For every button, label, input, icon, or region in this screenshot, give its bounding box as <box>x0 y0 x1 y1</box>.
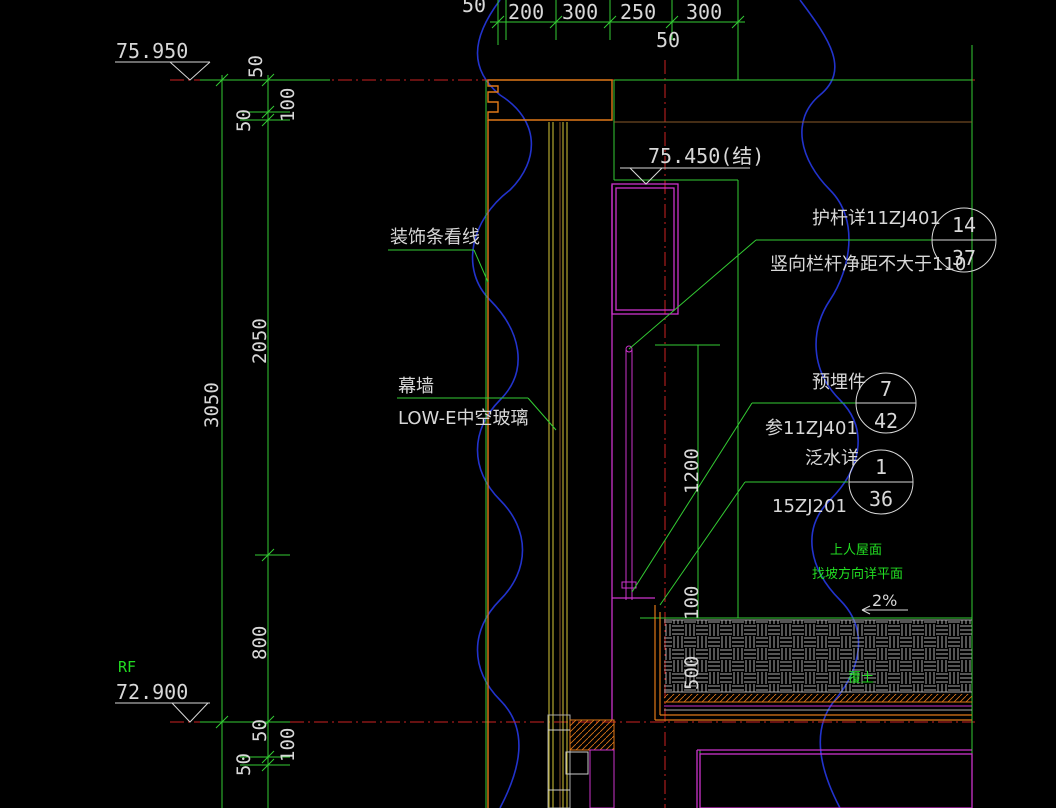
leader-lines <box>388 239 932 606</box>
callout-flashing-top: 1 <box>875 455 887 479</box>
brown-lines <box>559 121 972 808</box>
rf-label: RF <box>118 658 136 676</box>
railing-ref-label: 护杆详11ZJ401 <box>812 208 941 229</box>
callout-embedded-top: 7 <box>880 377 892 401</box>
dim-parapet-500: 500 <box>681 656 703 690</box>
level-roof-value: 72.900 <box>116 680 188 704</box>
callout-embedded-bottom: 42 <box>874 409 898 433</box>
slope-label: 2% <box>872 591 897 610</box>
level-marker-bottom <box>115 702 210 723</box>
bottom-connection-detail <box>547 714 615 808</box>
curtain-wall-mullion <box>548 122 568 808</box>
flashing-ref-label: 15ZJ201 <box>772 496 847 517</box>
dim-top-200: 200 <box>508 0 544 24</box>
dim-left-100-bottom: 100 <box>277 728 299 762</box>
roof-use-label: 上人屋面 <box>830 543 882 558</box>
parapet-wall <box>654 605 972 721</box>
dim-top-250: 250 <box>620 0 656 24</box>
top-dimension-lines <box>490 0 745 80</box>
callout-circles <box>848 207 997 515</box>
level-marker-structural <box>620 167 750 185</box>
top-beam <box>487 79 613 808</box>
dim-left-50-bottom2: 50 <box>233 753 255 776</box>
dim-left-50-top: 50 <box>245 55 267 78</box>
dim-top-300a: 300 <box>562 0 598 24</box>
left-dimension-lines <box>200 73 330 808</box>
callout-railing-bottom: 37 <box>952 246 976 270</box>
dim-left-50-top2: 50 <box>233 109 255 132</box>
callout-railing-top: 14 <box>952 213 976 237</box>
dim-left-800: 800 <box>249 626 271 660</box>
dim-top-300b: 300 <box>686 0 722 24</box>
curtain-wall-label: 幕墙 <box>398 376 434 397</box>
railing-post <box>621 345 637 600</box>
embedded-ref-label: 参11ZJ401 <box>765 418 858 439</box>
glass-label: LOW-E中空玻璃 <box>398 408 529 429</box>
roof-soil-layer <box>664 619 972 711</box>
railing-box <box>611 183 973 808</box>
dim-left-3050: 3050 <box>201 382 223 428</box>
slope-arrow <box>861 605 908 615</box>
dim-top-50-below: 50 <box>656 28 680 52</box>
dim-left-100-top: 100 <box>277 88 299 122</box>
dim-parapet-100: 100 <box>681 586 703 620</box>
railing-note-label: 竖向栏杆净距不大于110 <box>770 254 966 275</box>
level-top-value: 75.950 <box>116 39 188 63</box>
dim-rail-1200: 1200 <box>681 448 703 494</box>
callout-flashing-bottom: 36 <box>869 487 893 511</box>
dim-top-50: 50 <box>462 0 486 17</box>
level-structural-value: 75.450(结) <box>648 144 764 168</box>
soil-label: 覆土 <box>848 671 874 686</box>
dim-left-50-bottom: 50 <box>249 719 271 742</box>
decor-line-label: 装饰条看线 <box>390 227 480 248</box>
flashing-label: 泛水详 <box>805 448 859 469</box>
slope-note-label: 找坡方向详平面 <box>812 566 903 582</box>
level-marker-top <box>115 61 211 81</box>
dim-left-2050: 2050 <box>249 318 271 364</box>
embedded-label: 预埋件 <box>812 372 866 393</box>
